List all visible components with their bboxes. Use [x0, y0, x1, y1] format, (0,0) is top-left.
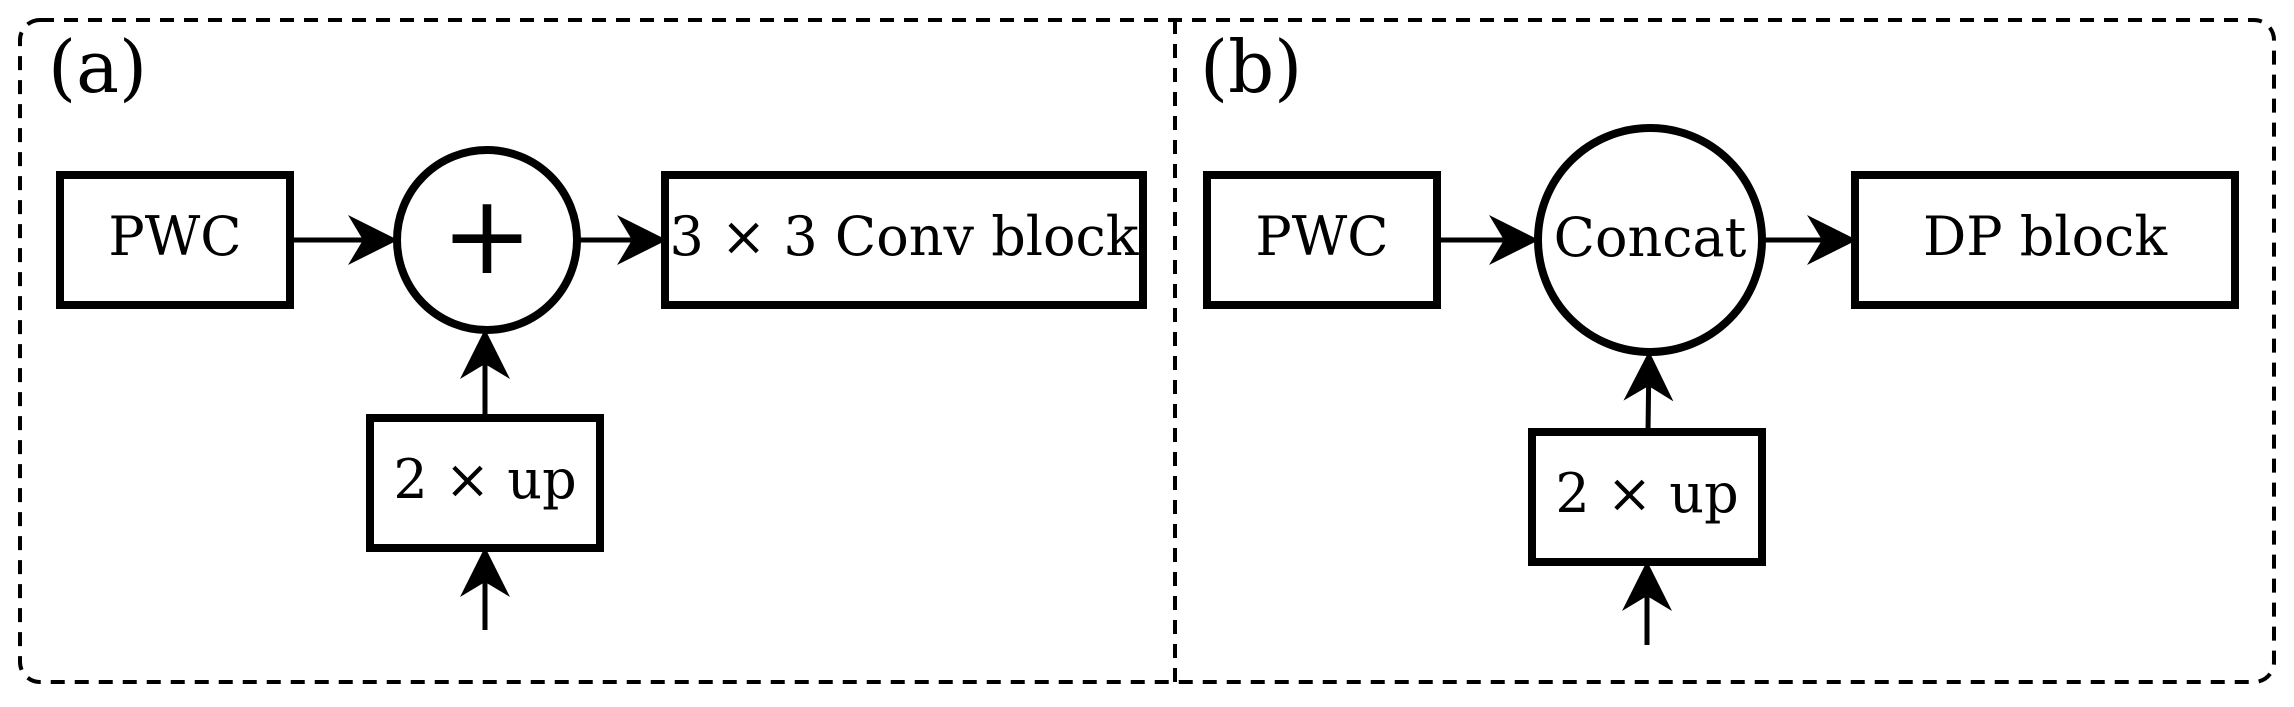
panel-b-dp-block-label: DP block — [1923, 205, 2168, 268]
panel-b-upsample-box — [1528, 428, 1766, 566]
panel-a: (a) PWC + 3 × 3 Conv block 2 × up — [48, 25, 1147, 630]
panel-b-concat-label: Concat — [1554, 206, 1747, 269]
panel-a-upsample-label: 2 × up — [393, 448, 576, 511]
outer-dashed-frame — [18, 18, 2276, 684]
panel-a-conv-block-label: 3 × 3 Conv block — [669, 205, 1139, 268]
panel-b: (b) PWC Concat DP block 2 × up — [1200, 25, 2239, 645]
panel-b-pwc-box — [1203, 171, 1441, 309]
panel-b-label: (b) — [1200, 25, 1302, 109]
panel-b-arrow-up-to-concat — [1623, 351, 1674, 433]
panel-a-conv-block-box — [661, 171, 1147, 309]
panel-b-upsample-label: 2 × up — [1555, 462, 1738, 525]
panel-b-pwc-label: PWC — [1255, 205, 1388, 268]
panel-a-pwc-box — [56, 171, 294, 309]
panel-a-add-symbol: + — [441, 171, 533, 299]
panel-a-label: (a) — [48, 25, 147, 109]
panel-a-pwc-label: PWC — [108, 205, 241, 268]
panel-a-upsample-box — [366, 414, 604, 552]
